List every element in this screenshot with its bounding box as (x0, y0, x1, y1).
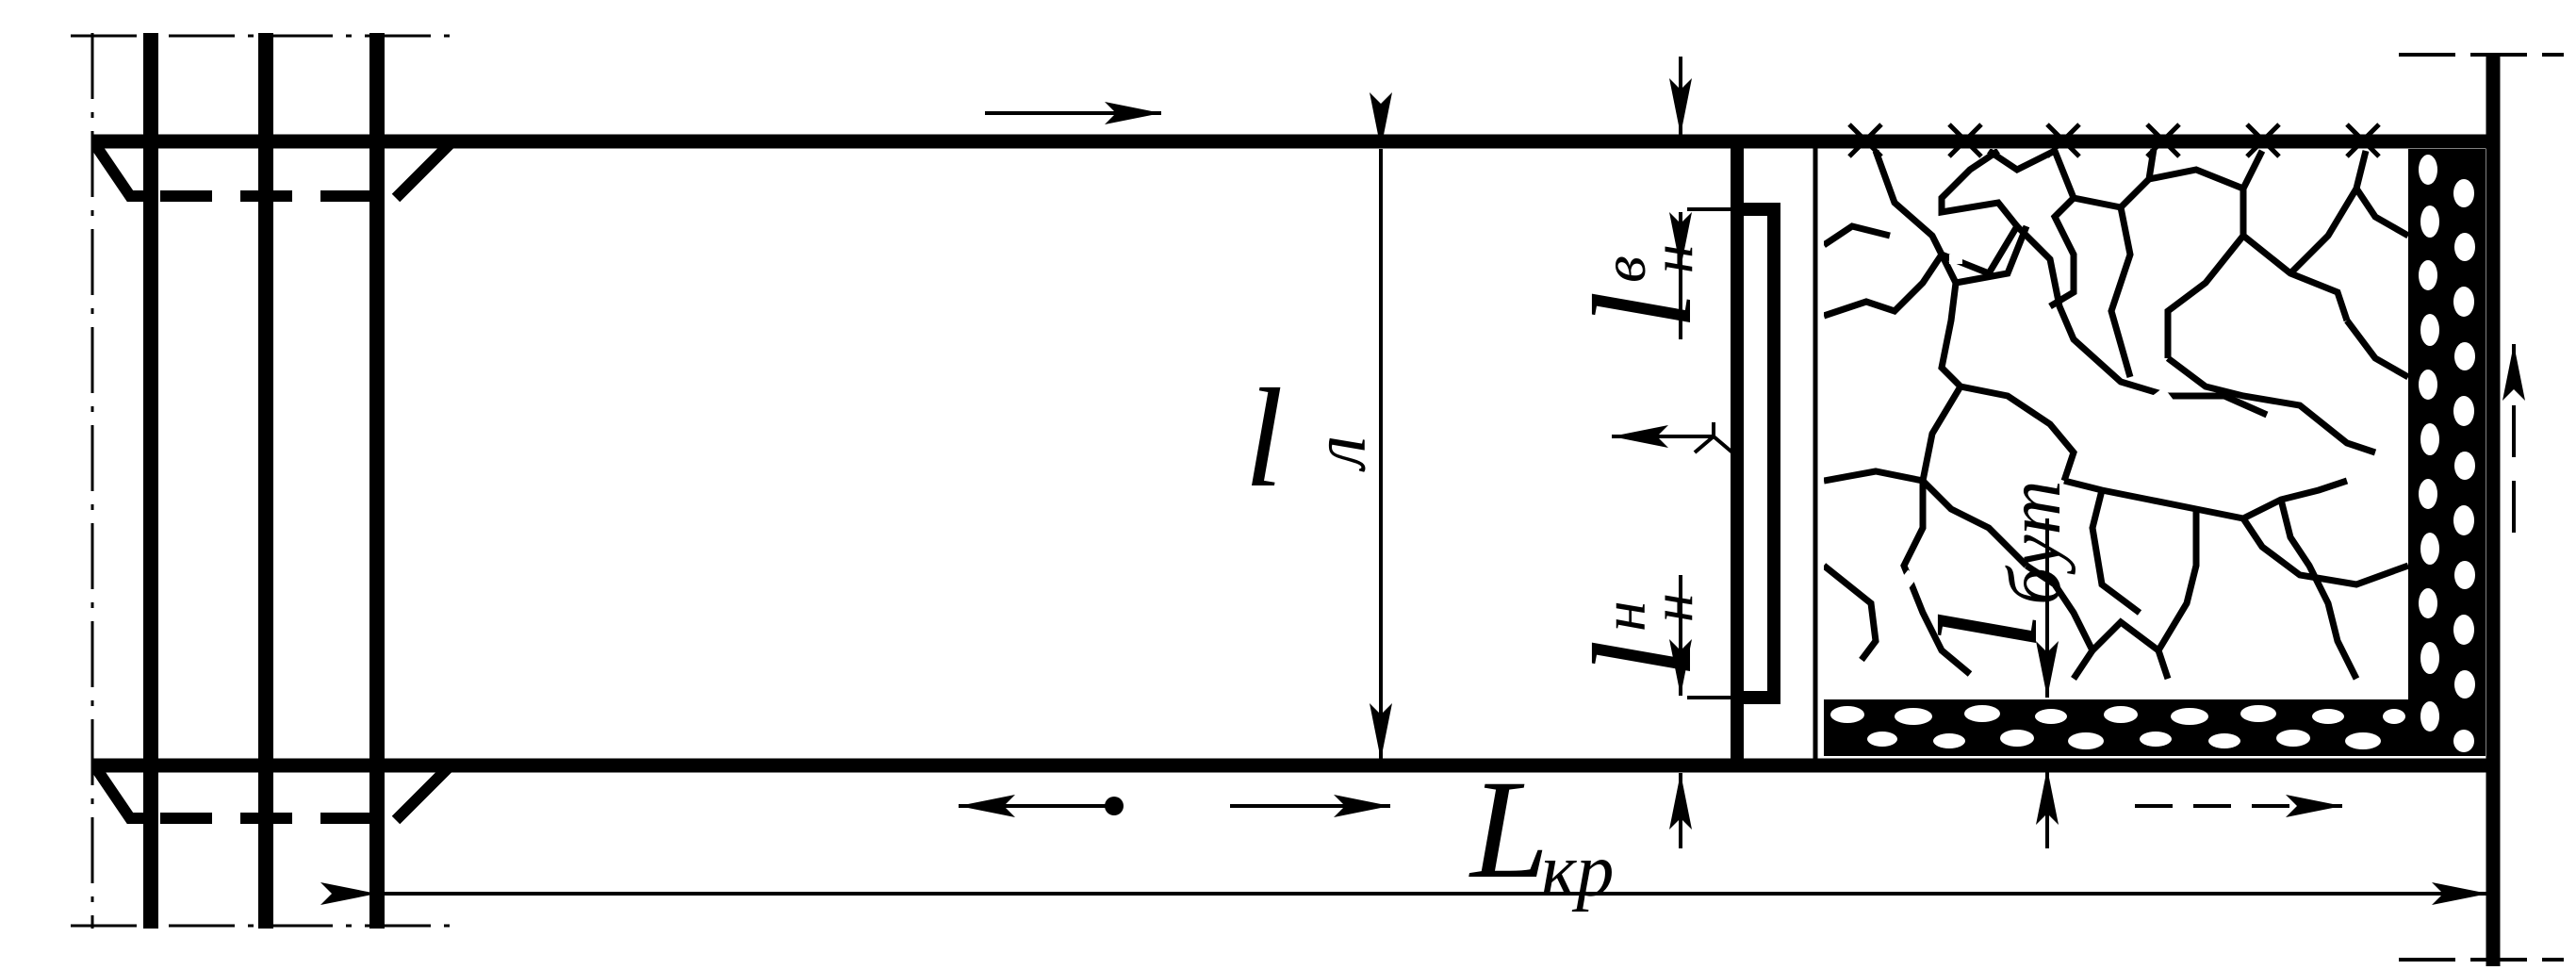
backfill-strips (1824, 149, 2486, 756)
svg-text:н: н (1590, 600, 1659, 632)
svg-text:l: l (1565, 639, 1721, 679)
goaf-edge-marks (1847, 123, 2381, 158)
svg-text:кр: кр (1541, 830, 1614, 912)
reference-point (1105, 797, 1124, 815)
gateroads (92, 134, 2488, 773)
label-upper-niche: l в н (1565, 244, 1721, 330)
caved-rock-breaks (1899, 255, 2174, 588)
svg-text:L: L (1468, 751, 1549, 908)
longwall-face (1731, 141, 1818, 765)
label-face-length: l л (1244, 360, 1382, 517)
left-entries (71, 33, 462, 929)
label-lower-niche: l н н (1565, 593, 1721, 679)
svg-text:l: l (1244, 360, 1284, 517)
caved-rock (1824, 149, 2408, 681)
svg-text:н: н (1641, 244, 1705, 273)
dimension-lines (320, 57, 2488, 905)
label-critical-span: L кр (1468, 751, 1614, 912)
crosscuts (91, 137, 457, 825)
svg-text:l: l (1565, 290, 1721, 330)
right-boundary (2399, 53, 2564, 966)
svg-text:в: в (1590, 255, 1659, 283)
flow-arrows (959, 102, 2525, 817)
svg-text:н: н (1641, 593, 1705, 622)
label-backfill-width: l бут (1911, 481, 2076, 650)
svg-text:л: л (1299, 436, 1382, 472)
svg-text:бут: бут (1994, 481, 2076, 605)
svg-text:l: l (1911, 611, 2067, 650)
